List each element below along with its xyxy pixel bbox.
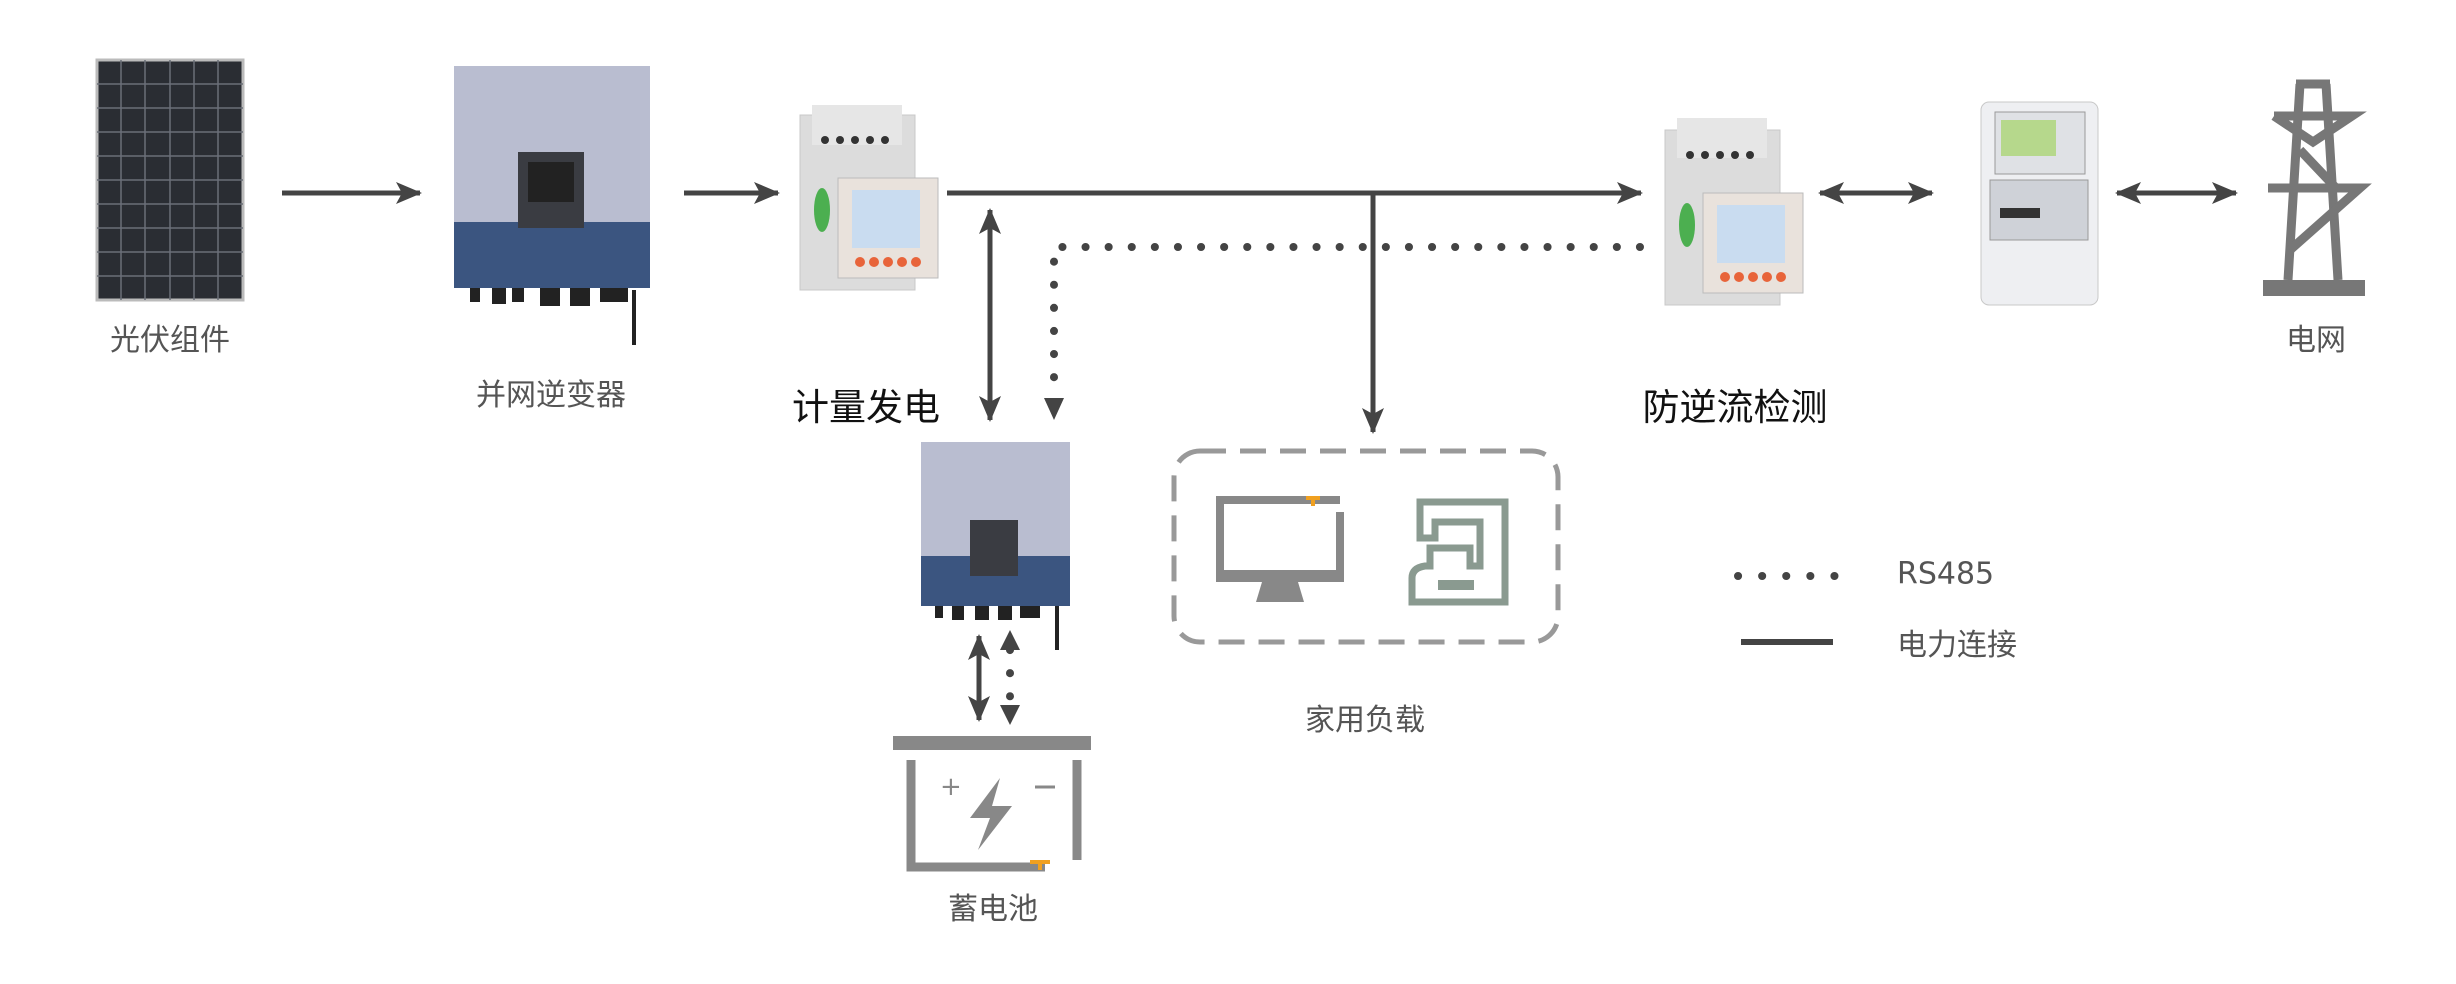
label-grid-inverter: 并网逆变器 [476,378,626,413]
legend-label-power: 电力连接 [1897,628,2017,663]
label-battery: 蓄电池 [948,892,1038,927]
label-metering: 计量发电 [792,386,940,429]
label-pv-module: 光伏组件 [110,323,230,358]
solar-panel-icon [95,58,245,302]
home-load-box [1171,448,1561,645]
grid-tower-icon [2263,79,2372,296]
monitor-icon [1216,496,1344,602]
label-grid: 电网 [2286,323,2346,358]
utility-meter-icon [1980,101,2099,306]
label-anti-backflow: 防逆流检测 [1642,386,1828,429]
rs485-connections [1006,243,1644,709]
metering-meter-icon [799,105,939,291]
label-home-load: 家用负载 [1305,703,1425,738]
storage-inverter-icon [921,442,1070,650]
svg-text:+: + [940,772,962,802]
grid-inverter-icon [454,66,650,345]
battery-icon: + [893,736,1091,872]
anti-backflow-meter-icon [1664,118,1804,306]
coffee-machine-icon [1408,498,1509,606]
legend-label-rs485: RS485 [1897,556,1995,592]
power-connections [282,182,2238,722]
